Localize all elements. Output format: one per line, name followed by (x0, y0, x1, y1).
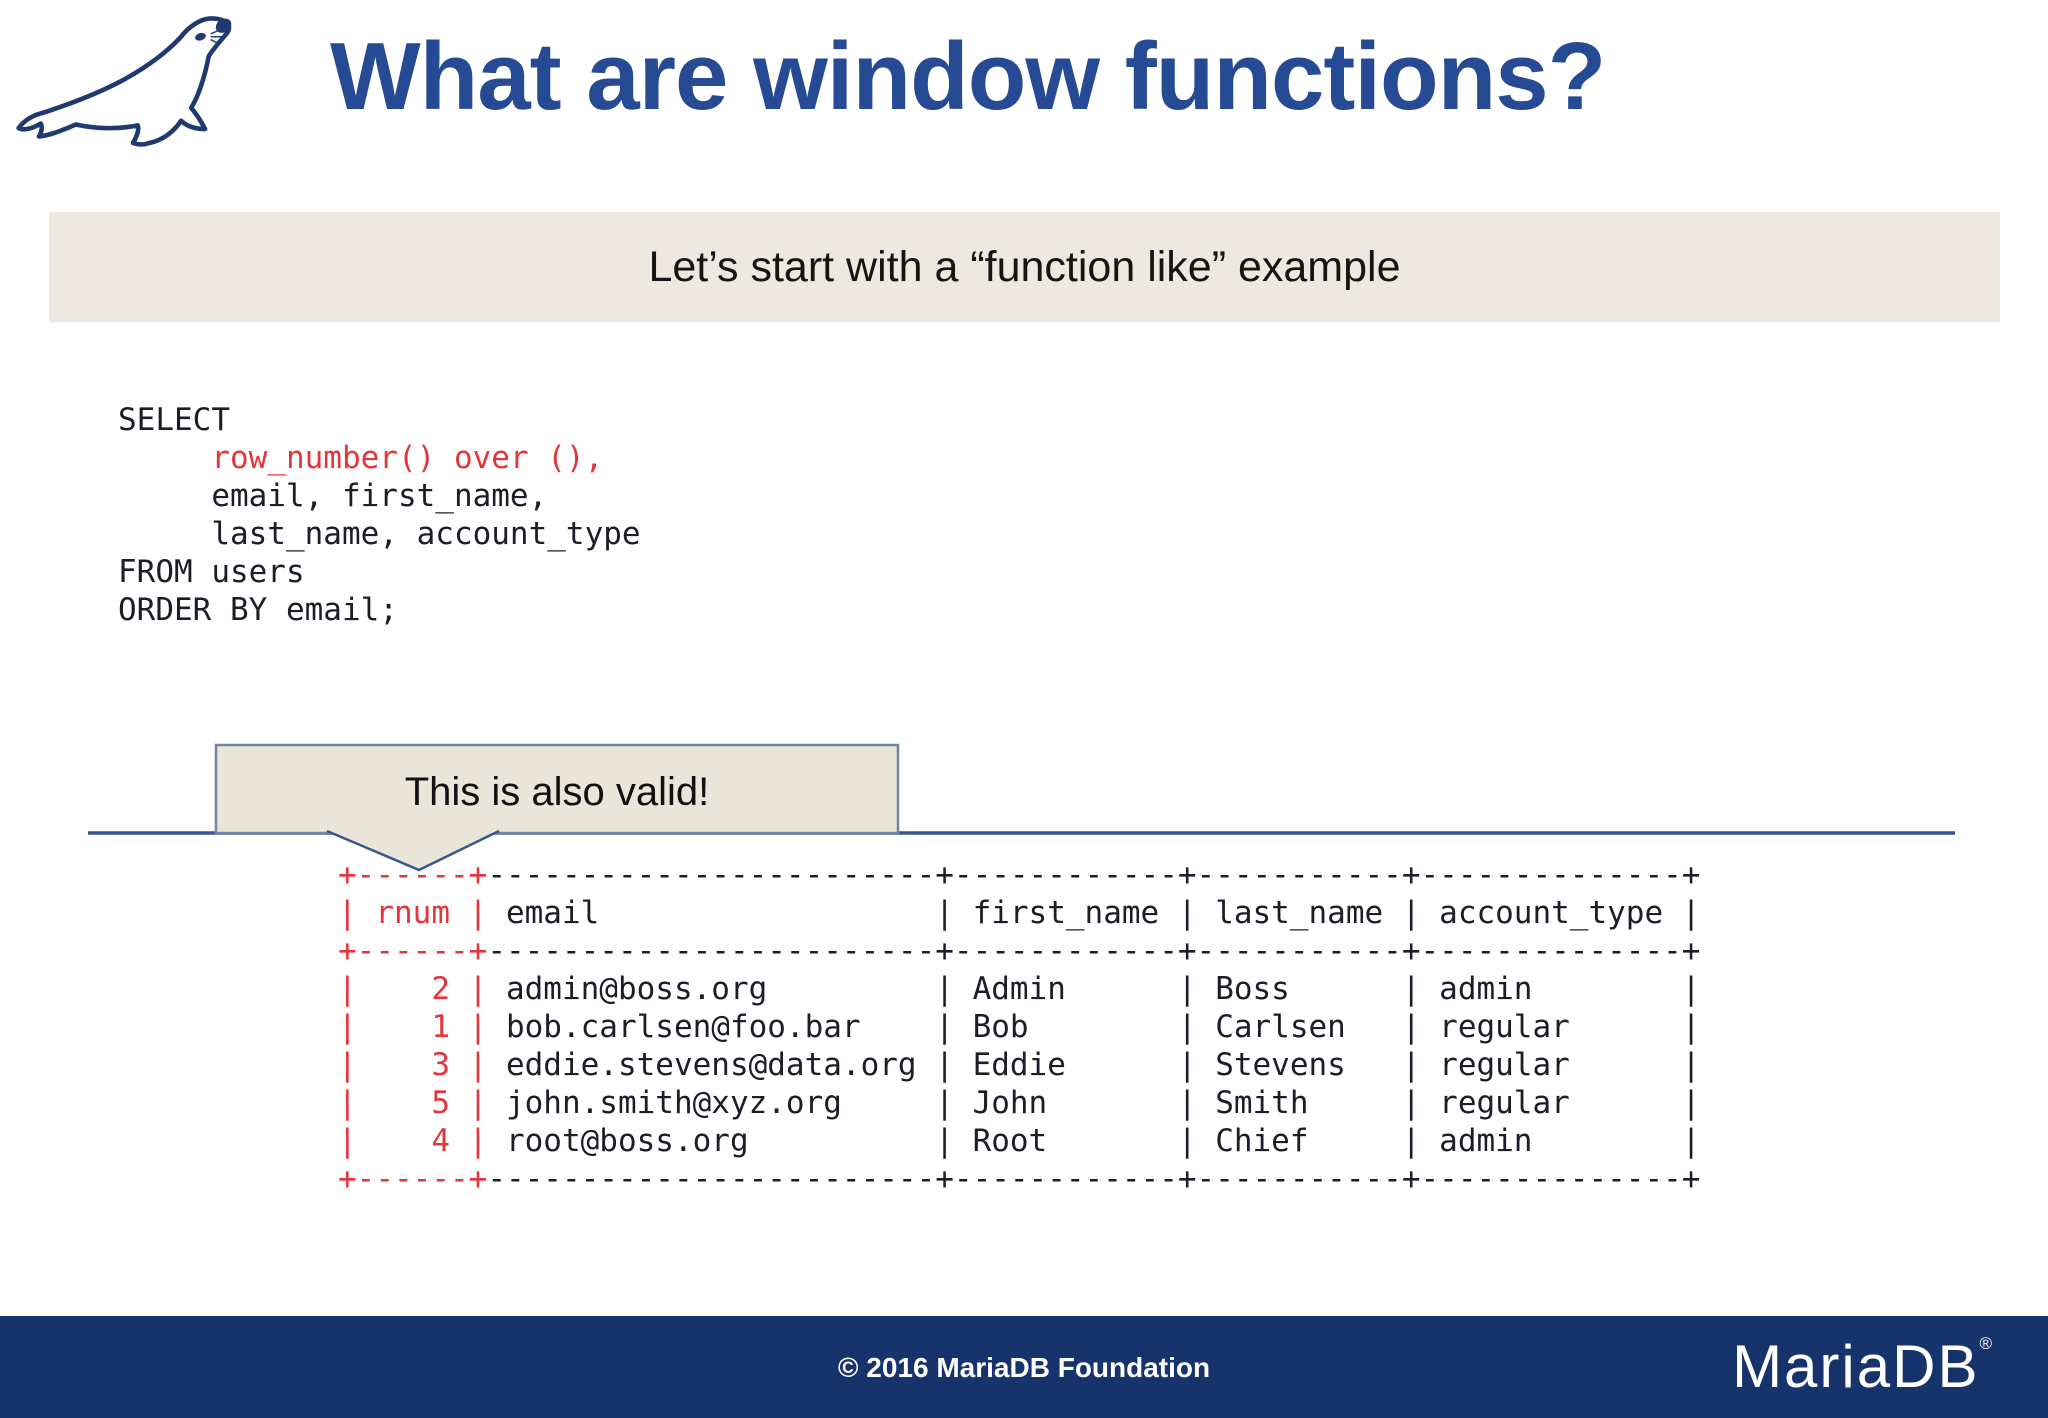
footer-bar: © 2016 MariaDB Foundation MariaDB® (0, 1316, 2048, 1418)
mariadb-seal-icon (16, 16, 232, 147)
seal-whiskers (210, 28, 222, 45)
subtitle-banner: Let’s start with a “function like” examp… (49, 212, 2000, 322)
result-table: +------+------------------------+-------… (338, 857, 1701, 1197)
mariadb-logo: MariaDB® (1732, 1332, 1992, 1401)
mariadb-logo-text: MariaDB (1732, 1333, 1980, 1400)
subtitle-text: Let’s start with a “function like” examp… (648, 242, 1401, 291)
registered-mark: ® (1979, 1334, 1992, 1353)
sql-code-block: SELECT row_number() over (), email, firs… (118, 402, 641, 628)
callout-text: This is also valid! (404, 769, 710, 814)
seal-eye (195, 32, 206, 41)
copyright-text: © 2016 MariaDB Foundation (837, 1352, 1211, 1383)
page-title: What are window functions? (330, 23, 1606, 130)
